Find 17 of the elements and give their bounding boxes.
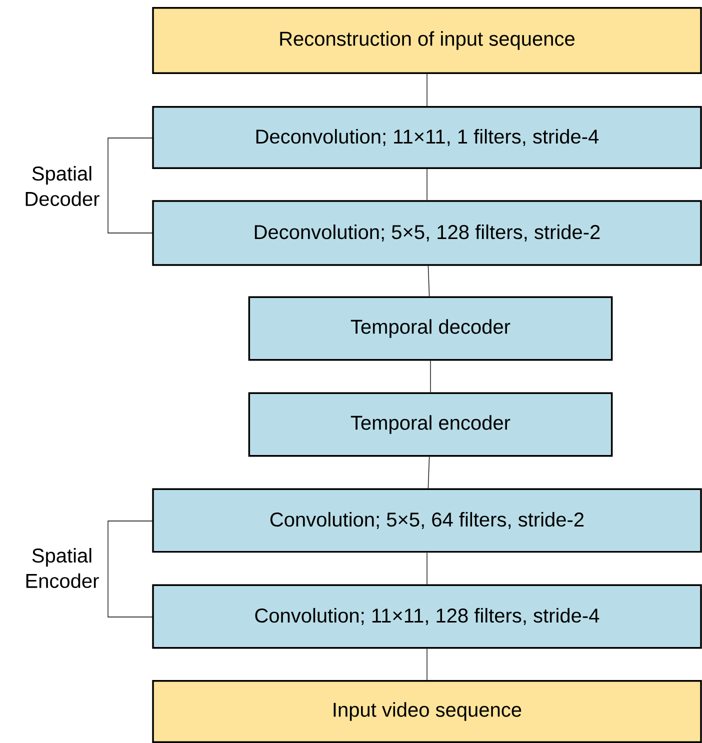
layer-box: Deconvolution; 5×5, 128 filters, stride-2 [152,200,702,266]
connector-line [430,360,431,393]
layer-box: Input video sequence [152,680,702,743]
layer-box: Temporal decoder [248,296,613,361]
layer-box: Convolution; 5×5, 64 filters, stride-2 [152,488,702,553]
connector-line [428,266,430,297]
layer-box: Deconvolution; 11×11, 1 filters, stride-4 [152,106,702,170]
connector-line [426,648,428,680]
connector-line [426,552,428,585]
layer-box: Temporal encoder [248,392,613,457]
group-label: Spatial Encoder [26,548,99,588]
group-label: Spatial Decoder [26,166,100,206]
connector-line [426,74,428,106]
connector-line [428,456,430,489]
connector-line [426,168,428,200]
layer-box: Convolution; 11×11, 128 filters, stride-4 [152,584,702,649]
layer-box: Reconstruction of input sequence [152,6,702,74]
